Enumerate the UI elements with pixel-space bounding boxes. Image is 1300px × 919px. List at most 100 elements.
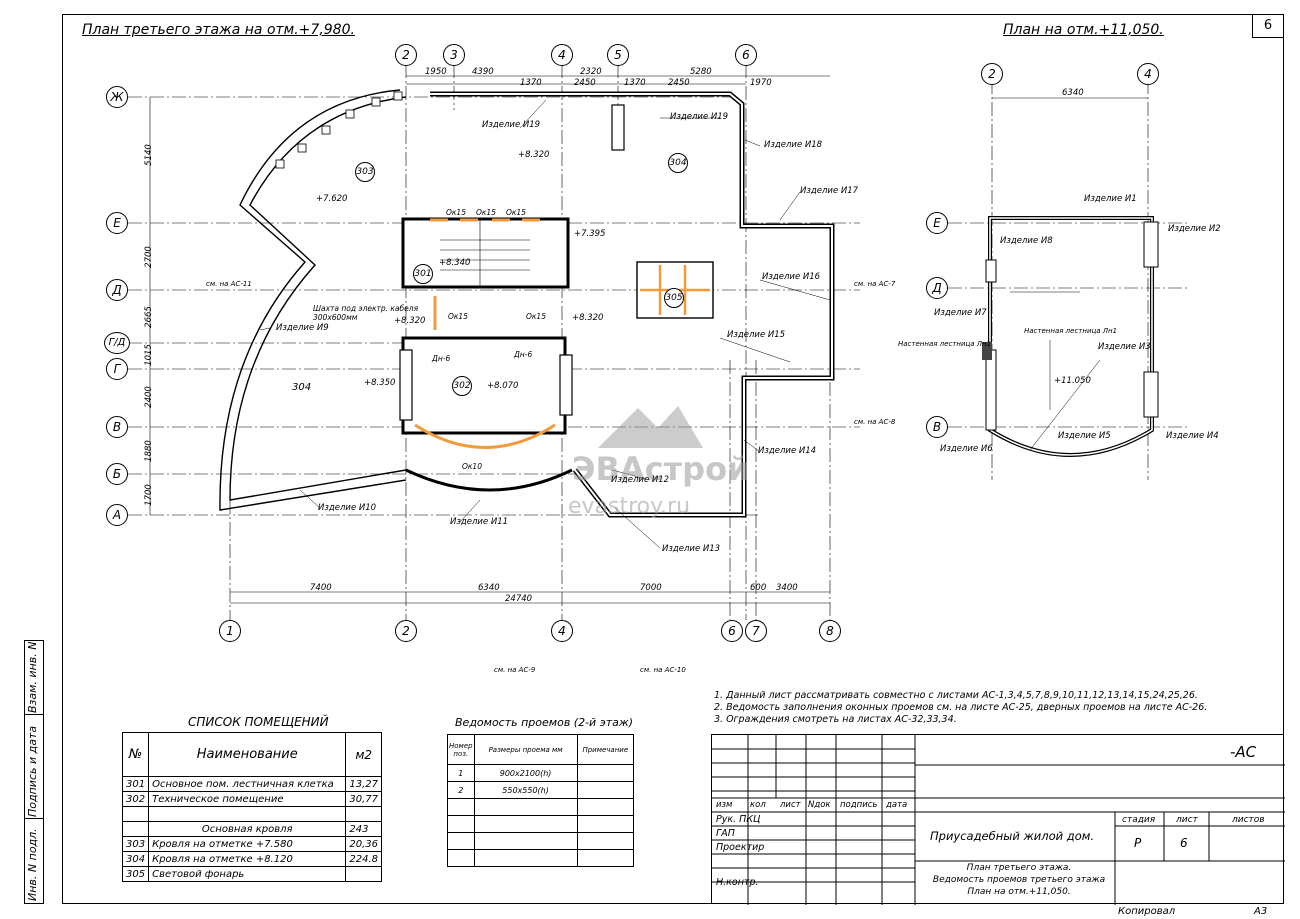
rooms-col-header: № (121, 732, 150, 777)
stamp-col-header: подпись (840, 800, 878, 810)
axis-bubble: 5 (607, 44, 629, 66)
side-cell: Инв. N подл. (25, 819, 43, 903)
dimension: 2700 (143, 246, 154, 268)
axis-bubble: В (926, 416, 948, 438)
side-cell: Взам. инв. N (25, 641, 43, 715)
stamp-role: Проектир (716, 842, 765, 853)
cell (576, 798, 635, 816)
item-label: Изделие И7 (934, 308, 987, 318)
cell: 1 (447, 764, 475, 782)
sheet-value: 6 (1180, 836, 1188, 850)
cell (473, 815, 578, 833)
note-2: 2. Ведомость заполнения оконных проемов … (714, 702, 1208, 713)
item-label: Изделие И5 (1058, 431, 1111, 441)
level-mark: +8.320 (572, 313, 604, 323)
side-stamp-label: Инв. N подл. (26, 828, 39, 901)
axis-bubble: 8 (819, 620, 841, 642)
level-mark: +7.395 (574, 229, 606, 239)
cell: 13,27 (345, 776, 382, 792)
level-mark: +8.350 (364, 378, 396, 388)
rooms-col-header: м2 (345, 732, 382, 777)
cell (345, 806, 382, 822)
cell (121, 821, 150, 837)
doors-col-header: Номер поз. (447, 734, 475, 765)
stamp-col-header: кол (750, 800, 766, 810)
axis-bubble: 1 (219, 620, 241, 642)
table-row (447, 798, 635, 816)
level-mark: +7.620 (316, 194, 348, 204)
opening-mark: Ок15 (506, 208, 526, 217)
axis-bubble: Ж (106, 86, 128, 108)
cell (447, 849, 475, 867)
axis-bubble: 4 (1137, 63, 1159, 85)
side-stamp: Взам. инв. N Подпись и дата Инв. N подл. (24, 640, 44, 904)
item-label: Изделие И19 (482, 120, 541, 130)
opening-mark: Ок15 (448, 312, 468, 321)
dimension: 1370 (520, 78, 542, 88)
item-label: Изделие И12 (611, 475, 670, 485)
ladder-label: Настенная лестница Лн1 (898, 340, 992, 348)
stage-label: стадия (1122, 815, 1156, 825)
note-1: 1. Данный лист рассматривать совместно с… (714, 690, 1198, 701)
stamp-role: Н.контр. (716, 877, 759, 888)
dimension: 2450 (668, 78, 690, 88)
section-ref: см. на АС-10 (640, 666, 686, 674)
dimension: 2320 (580, 67, 602, 77)
dimension: 5140 (143, 144, 154, 166)
item-label: Изделие И16 (762, 272, 821, 282)
cell (345, 866, 382, 882)
axis-bubble: Б (106, 463, 128, 485)
axis-bubble: В (106, 416, 128, 438)
cell (121, 806, 150, 822)
stage-value: Р (1134, 836, 1142, 850)
item-label: Изделие И11 (450, 517, 509, 527)
room-number: 303 (355, 162, 375, 182)
dimension: 1370 (624, 78, 646, 88)
opening-mark: Дн-6 (514, 350, 533, 359)
axis-bubble: 4 (551, 620, 573, 642)
sheets-label: листов (1232, 815, 1265, 825)
axis-bubble: А (106, 504, 128, 526)
room-number: 305 (664, 288, 684, 308)
dimension: 2450 (574, 78, 596, 88)
cell: 20,36 (345, 836, 382, 852)
doors-table-title: Ведомость проемов (2-й этаж) (455, 716, 634, 729)
axis-bubble: Е (926, 212, 948, 234)
item-label: Изделие И8 (1000, 236, 1053, 246)
watermark-name: ЭВАстрой (572, 450, 750, 488)
cell (473, 849, 578, 867)
table-row (447, 832, 635, 850)
item-label: Изделие И6 (940, 444, 993, 454)
opening-mark: Ок15 (476, 208, 496, 217)
cell: 224.8 (345, 851, 382, 867)
axis-bubble: 3 (443, 44, 465, 66)
section-ref: см. на АС-11 (206, 280, 252, 288)
project-code: -АС (1230, 743, 1257, 761)
table-row (447, 815, 635, 833)
level-mark: +8.340 (439, 258, 471, 268)
level-mark: +8.320 (518, 150, 550, 160)
dimension: 7400 (310, 583, 332, 593)
cell: 305 (121, 866, 150, 882)
cell (473, 798, 578, 816)
axis-bubble: Е (106, 212, 128, 234)
cell: Основное пом. лестничная клетка (148, 776, 347, 792)
cell (576, 815, 635, 833)
doors-table: Номер поз. Размеры проема мм Примечание … (447, 734, 635, 867)
sheet-title-line: План третьего этажа. (966, 863, 1072, 873)
dimension: 2400 (143, 386, 154, 408)
axis-bubble: 2 (981, 63, 1003, 85)
item-label: Изделие И18 (764, 140, 823, 150)
watermark-logo (598, 406, 703, 448)
project-name: Приусадебный жилой дом. (930, 829, 1095, 843)
item-label: Изделие И3 (1098, 342, 1151, 352)
cell: Световой фонарь (148, 866, 347, 882)
axis-bubble: 4 (551, 44, 573, 66)
roof-plan (948, 80, 1190, 480)
sheet-label: лист (1176, 815, 1198, 825)
